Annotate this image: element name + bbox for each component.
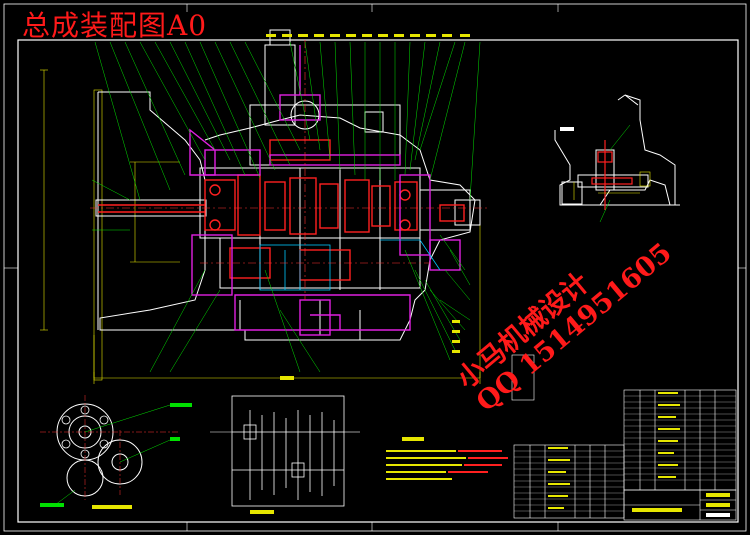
red-parts [98, 139, 465, 281]
zone-ticks [4, 4, 746, 531]
technical-requirements [386, 437, 508, 480]
part-number-marks [266, 34, 470, 380]
schematic-view [210, 395, 360, 514]
drawing-title: 总成装配图A0 [22, 9, 208, 42]
housing-outline [95, 29, 481, 341]
magenta-parts [189, 45, 461, 336]
cyan-accents [259, 239, 441, 291]
parts-list [511, 354, 737, 519]
leader-lines-bottom [149, 234, 471, 373]
centerlines [90, 40, 490, 300]
title-block [623, 489, 737, 521]
leader-lines-top [91, 41, 481, 231]
lever-detail-view [554, 94, 680, 223]
gear-layout-view [40, 395, 192, 509]
inner-frame [17, 39, 739, 523]
main-assembly-view [40, 29, 490, 384]
outer-frame [3, 3, 747, 532]
